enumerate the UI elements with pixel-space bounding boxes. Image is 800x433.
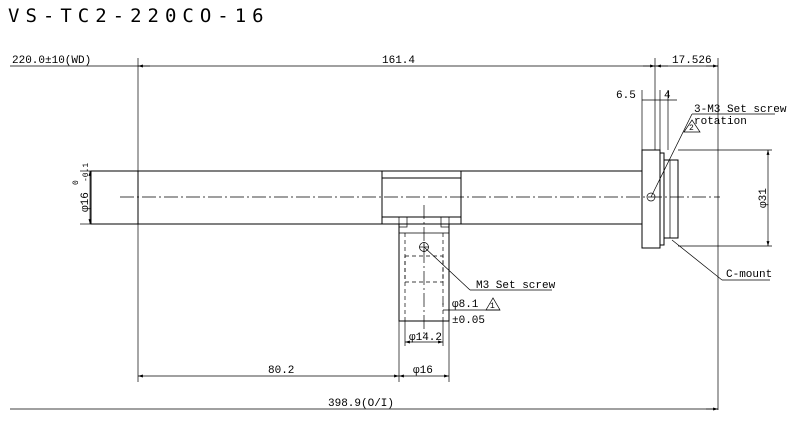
- set-screw-callout: [650, 113, 775, 198]
- dim-tol-0-05: ±0.05: [452, 315, 485, 327]
- dim-phi16-left: φ16: [80, 192, 92, 212]
- dim-6-5: 6.5: [616, 90, 636, 102]
- left-diameter-dim: [80, 170, 92, 225]
- phi-8-1-callout: [442, 297, 501, 311]
- dim-phi16-bottom: φ16: [413, 365, 433, 377]
- dim-phi16-tol-upper: 0: [72, 180, 81, 185]
- top-dimension-lines: [10, 58, 719, 410]
- lens-tube: [90, 170, 643, 225]
- dim-phi31: φ31: [758, 188, 770, 208]
- right-diameter-dim: [678, 149, 772, 247]
- dim-161-4: 161.4: [382, 55, 415, 67]
- dim-phi14-2: φ14.2: [409, 332, 442, 344]
- label-m3-set-screw: M3 Set screw: [476, 280, 556, 292]
- note-1: 1: [490, 302, 495, 311]
- c-mount-block: [641, 149, 679, 249]
- dim-phi16-tol-lower: -0.1: [82, 163, 91, 182]
- dim-4: 4: [664, 90, 671, 102]
- drawing-title: VS-TC2-220CO-16: [8, 5, 270, 27]
- c-mount-callout: [671, 239, 770, 281]
- dim-17-526: 17.526: [672, 55, 712, 67]
- dim-phi8-1: φ8.1: [452, 299, 479, 311]
- note-2: 2: [689, 124, 694, 133]
- phi-14-2-dim: [404, 321, 444, 346]
- m3-set-screw-callout: [423, 246, 552, 291]
- dim-80-2: 80.2: [268, 365, 294, 377]
- bottom-dimension-lines: [10, 224, 718, 411]
- label-rotation: rotation: [694, 116, 747, 128]
- label-c-mount: C-mount: [726, 269, 772, 281]
- dim-total-oi: 398.9(O/I): [328, 398, 394, 410]
- dim-wd: 220.0±10(WD): [12, 55, 91, 67]
- label-3m3-set-screw: 3-M3 Set screw: [694, 104, 787, 116]
